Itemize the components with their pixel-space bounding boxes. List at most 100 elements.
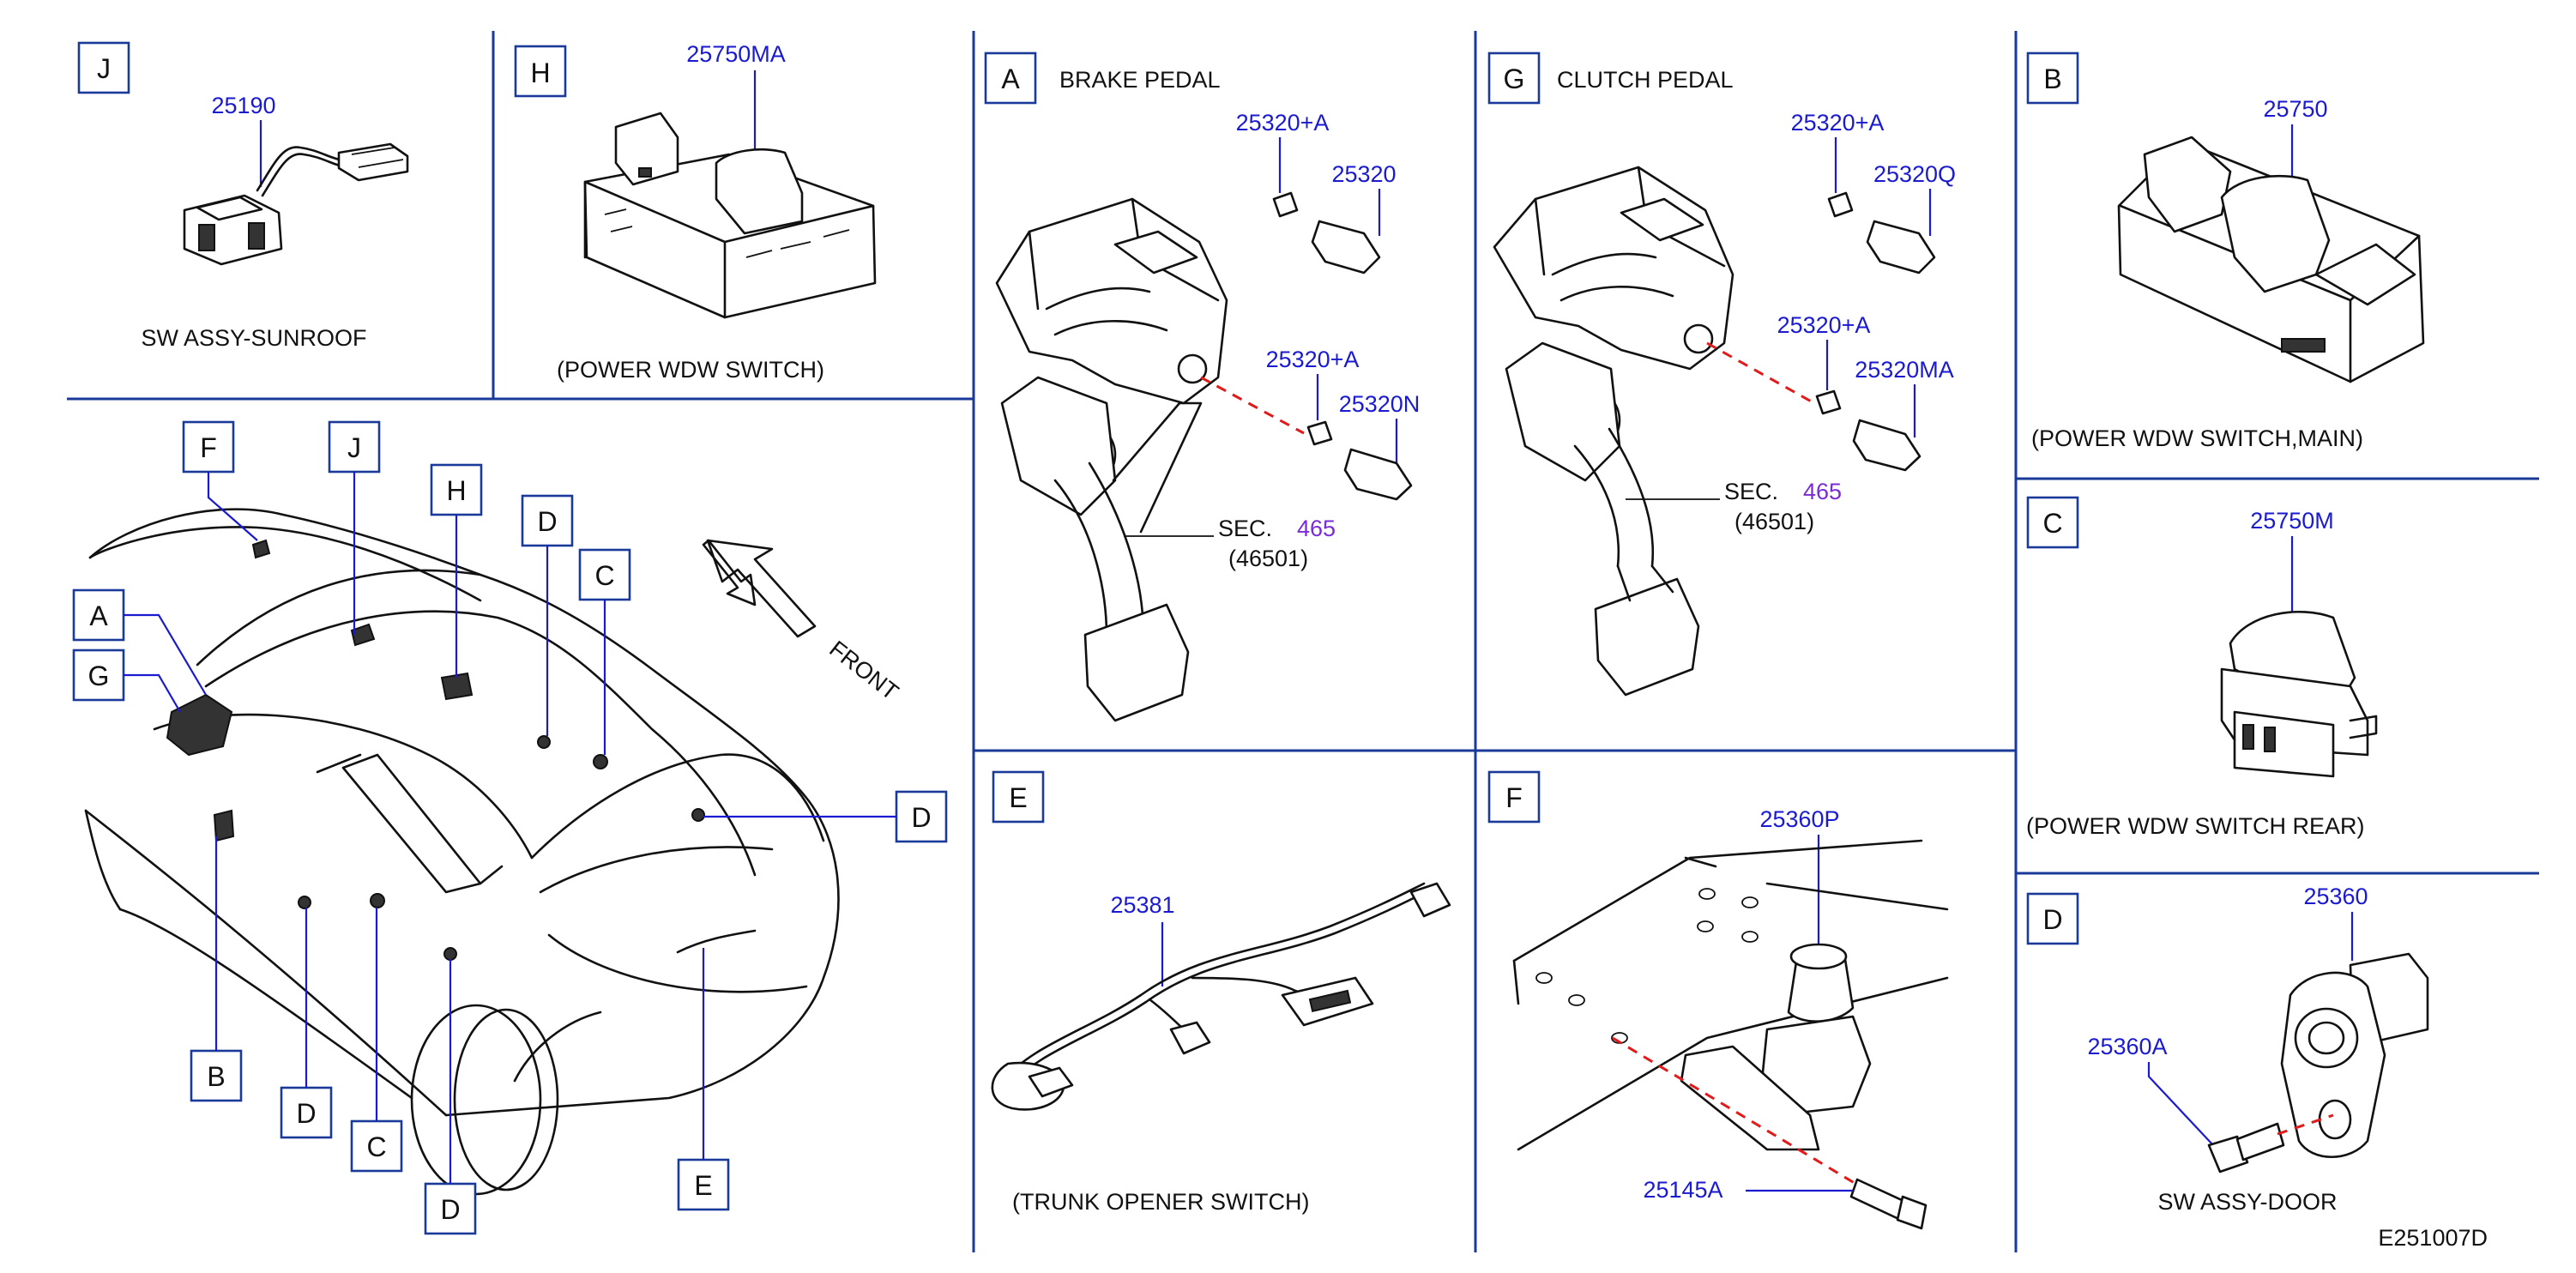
part-number-callout: 25750	[2263, 96, 2327, 122]
section-letter: E	[1009, 782, 1027, 813]
overview-marker-g: G	[72, 649, 181, 713]
part-number-callout: 25750M	[2250, 508, 2334, 534]
svg-text:C: C	[366, 1131, 386, 1162]
section-letter: A	[1001, 63, 1020, 94]
part-number-callout: 25320+A	[1791, 110, 1885, 136]
part-number-callout: 25320+A	[1236, 110, 1330, 136]
part-number-callout: 25360A	[2087, 1034, 2167, 1059]
part-caption: SW ASSY-SUNROOF	[141, 325, 366, 351]
front-label: FRONT	[824, 636, 903, 705]
panel-j: J 25190 SW ASSY-SUNROOF	[77, 41, 409, 351]
part-caption: (POWER WDW SWITCH REAR)	[2026, 813, 2364, 839]
clutch-pedal-illustration	[1493, 166, 1734, 697]
panel-b: B 25750 (POWER WDW SWITCH,MAIN)	[2026, 51, 2425, 451]
panel-c: C 25750M (POWER WDW SWITCH REAR)	[2026, 496, 2378, 839]
part-number-callout: 25750MA	[686, 41, 786, 67]
section-letter: G	[1504, 63, 1525, 94]
part-number-callout: 25320N	[1339, 391, 1421, 417]
panel-title: BRAKE PEDAL	[1059, 67, 1221, 93]
part-caption: (POWER WDW SWITCH)	[557, 357, 824, 383]
part-number-callout: 25381	[1110, 892, 1174, 918]
svg-text:E: E	[694, 1170, 712, 1201]
section-letter-box	[984, 51, 1037, 105]
power-window-switch-illustration	[583, 112, 877, 319]
part-caption: (POWER WDW SWITCH,MAIN)	[2031, 425, 2363, 451]
part-number-callout: 25190	[211, 93, 275, 118]
panel-a: A BRAKE PEDAL 25320+A 25320 25320+A 2532…	[984, 51, 1421, 722]
section-letter: C	[2042, 508, 2062, 539]
bracket-and-switch-illustration	[1512, 839, 1949, 1230]
overview-marker-d-bottom: D	[424, 959, 477, 1235]
part-number-callout: 25320	[1331, 161, 1396, 187]
panel-d: D 25360 25360A SW ASSY-DOOR	[2026, 884, 2429, 1215]
part-number-callout: 25360	[2303, 884, 2368, 909]
section-letter-box	[2026, 892, 2079, 945]
section-letter: H	[530, 57, 550, 88]
panel-dividers	[67, 31, 2539, 1252]
section-letter-box	[1487, 770, 1541, 824]
panel-title: CLUTCH PEDAL	[1557, 67, 1734, 93]
section-ref-label: SEC.	[1724, 479, 1778, 504]
sunroof-switch-illustration	[183, 142, 409, 266]
panel-f: F 25360P 25145A	[1487, 770, 1949, 1230]
overview-marker-d: D	[521, 494, 574, 736]
svg-text:D: D	[440, 1194, 460, 1225]
overview-marker-c: C	[578, 548, 631, 755]
overview-marker-d-lower: D	[280, 908, 333, 1139]
main-power-window-switch-illustration	[2117, 136, 2425, 383]
rear-power-window-switch-illustration	[2220, 611, 2378, 778]
section-letter-box	[992, 770, 1045, 824]
section-letter-box	[77, 41, 130, 94]
vehicle-overview: FRONT F J H D C A	[72, 420, 948, 1235]
overview-marker-c-lower: C	[350, 908, 403, 1173]
part-number-callout: 25320+A	[1777, 312, 1871, 338]
section-ref-label: SEC.	[1218, 516, 1272, 541]
section-ref-sub: (46501)	[1228, 546, 1308, 571]
section-letter: J	[97, 53, 111, 84]
section-ref-number: 465	[1803, 479, 1842, 504]
svg-text:H: H	[446, 475, 466, 506]
svg-text:D: D	[296, 1098, 316, 1129]
panel-h: H 25750MA (POWER WDW SWITCH)	[514, 41, 877, 383]
clutch-switch-parts	[1706, 191, 1936, 472]
overview-marker-a: A	[72, 588, 207, 696]
front-direction-arrow: FRONT	[702, 539, 903, 705]
overview-marker-b: B	[190, 836, 243, 1102]
part-caption: SW ASSY-DOOR	[2157, 1189, 2337, 1215]
door-switch-illustration	[2207, 952, 2429, 1173]
part-number-callout: 25320+A	[1266, 347, 1360, 372]
part-number-callout: 25145A	[1643, 1177, 1722, 1203]
part-caption: (TRUNK OPENER SWITCH)	[1012, 1189, 1310, 1215]
overview-component-glyphs	[166, 539, 757, 961]
svg-text:G: G	[88, 661, 110, 691]
part-number-callout: 25360P	[1759, 806, 1839, 832]
section-letter-box	[514, 45, 567, 98]
section-ref-number: 465	[1297, 516, 1336, 541]
section-letter: F	[1505, 782, 1523, 813]
part-number-callout: 25320Q	[1873, 161, 1956, 187]
trunk-opener-switch-harness-illustration	[991, 882, 1451, 1111]
overview-marker-d-right: D	[703, 790, 948, 843]
svg-text:D: D	[911, 802, 931, 833]
svg-text:C: C	[594, 560, 614, 591]
brake-pedal-illustration	[995, 197, 1228, 722]
section-letter-box	[1487, 51, 1541, 105]
svg-text:F: F	[200, 432, 217, 463]
svg-text:D: D	[537, 506, 557, 537]
overview-marker-j: J	[328, 420, 381, 635]
drawing-code: E251007D	[2378, 1225, 2488, 1251]
panel-g: G CLUTCH PEDAL 25320+A 25320Q 25320+A 25…	[1487, 51, 1956, 697]
section-ref-sub: (46501)	[1734, 509, 1814, 534]
panel-e: E 25381 (TRUNK OPENER SWITCH)	[991, 770, 1451, 1215]
overview-marker-h: H	[430, 463, 483, 678]
overview-marker-e: E	[677, 948, 730, 1211]
stop-lamp-switch-parts	[1200, 191, 1413, 501]
overview-marker-f: F	[182, 420, 258, 541]
svg-text:B: B	[207, 1061, 225, 1092]
section-letter-box	[2026, 51, 2079, 105]
svg-text:A: A	[89, 600, 108, 631]
section-letter: B	[2043, 63, 2061, 94]
svg-text:J: J	[347, 432, 361, 463]
section-letter-box	[2026, 496, 2079, 549]
